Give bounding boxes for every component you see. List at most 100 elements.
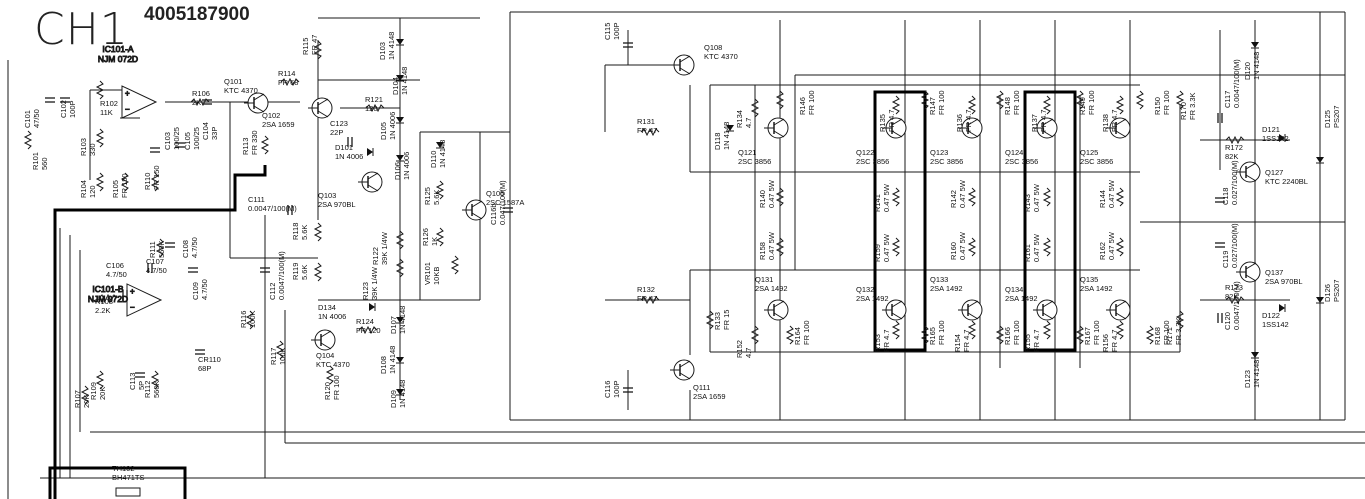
resistor-ref: R143 [1023,194,1032,212]
resistor-value: 0.47 5W [767,179,776,208]
resistor-ref: R170 [1179,102,1188,120]
transistor-type: 2SC 3856 [856,157,889,166]
capacitor-ref: C116b [489,203,498,225]
diode-type: 1N 4148 [398,306,407,334]
transistor-type: 2SC 3856 [738,157,771,166]
transistor-ref: Q121 [738,148,756,157]
capacitor-value: 0.0047/100(M) [277,251,286,300]
capacitor-value: 4.7/50 [106,270,127,279]
resistor-value: 5.6K [300,265,309,280]
resistor-value: FR 330 [250,130,259,155]
transistor-ref: Q124 [1005,148,1023,157]
diode-type: PS207 [1332,105,1341,128]
capacitor-ref: C115 [603,23,612,40]
transistor-type: 2SA 1659 [262,120,295,129]
resistor-ref: R134 [735,110,744,128]
capacitor-ref: C112 [268,283,277,300]
resistor-ref: R144 [1098,190,1107,208]
resistor-value: 82K [1225,292,1238,301]
capacitor-value: 4.7/50 [200,279,209,300]
diode-ref: D106 [393,162,402,180]
resistor-ref: R158 [758,242,767,260]
capacitor-value: 100/25 [192,127,201,150]
resistor-ref: R108 [95,297,113,306]
resistor-value: 330 [88,143,97,156]
resistor-ref: R115 [301,38,310,55]
resistor-value: 5.6K [300,225,309,240]
transistor-ref: Q132 [856,285,874,294]
transistor-ref: Q108 [704,43,722,52]
resistor-ref: R102 [100,99,118,108]
resistor-value: FR 4.7 [887,109,896,132]
capacitor-ref: CR110 [198,355,221,364]
resistor-ref: R106 [192,89,210,98]
resistor-value: FR 4.7 [1110,329,1119,352]
resistor-value: 10KB [432,267,441,285]
schematic-header: CH1 4005187900 [0,0,360,60]
resistor-value: 560K [157,240,166,258]
capacitor-value: 0.027/100(M) [1230,160,1239,205]
capacitor-value: 47/50 [32,109,41,128]
capacitor-ref: C103 [163,132,172,150]
capacitor-value: 4.7/50 [190,237,199,258]
transistor-ref: Q131 [755,275,773,284]
opamp-type: NJM 072D [98,54,138,64]
resistor-ref: R131 [637,117,655,126]
wires [7,11,1365,499]
resistor-value: FR 100 [802,320,811,345]
resistor-value: 120 [365,104,378,113]
resistor-ref: R147 [928,97,937,115]
diode-type: 1N 4006 [388,112,397,140]
resistor-value: FR 47 [310,35,319,55]
part-number: 4005187900 [144,4,250,25]
capacitor-value: 0.0047/100(M) [248,204,297,213]
resistor-ref: R103 [79,138,88,156]
diode-ref: D101 [335,143,353,152]
resistor-ref: R114 [278,69,295,78]
capacitor-value: 5P [137,381,146,390]
transistor-ref: Q127 [1265,168,1283,177]
resistor-value: FR 100 [807,90,816,115]
capacitor-ref: C117 [1223,91,1232,108]
capacitor-ref: C109 [191,282,200,300]
resistor-value: FR 4.7 [1032,329,1041,352]
diode-ref: D104 [391,77,400,95]
transistor-type: 2SC 1587A [486,198,524,207]
transistor-type: 2SA 1659 [693,392,726,401]
opamp-ref: IC101-A [102,44,134,54]
transistor-ref: Q101 [224,77,242,86]
resistor-ref: R172 [1225,143,1243,152]
channel-title: CH1 [34,4,129,55]
resistor-ref: R122 [371,247,380,265]
resistor-ref: R156 [1101,334,1110,352]
transistor-ref: Q125 [1080,148,1098,157]
diode-type: 1N 4148 [400,67,409,95]
capacitor-value: 4.7/50 [146,266,167,275]
thermistor-type: BH471TS [112,473,145,482]
